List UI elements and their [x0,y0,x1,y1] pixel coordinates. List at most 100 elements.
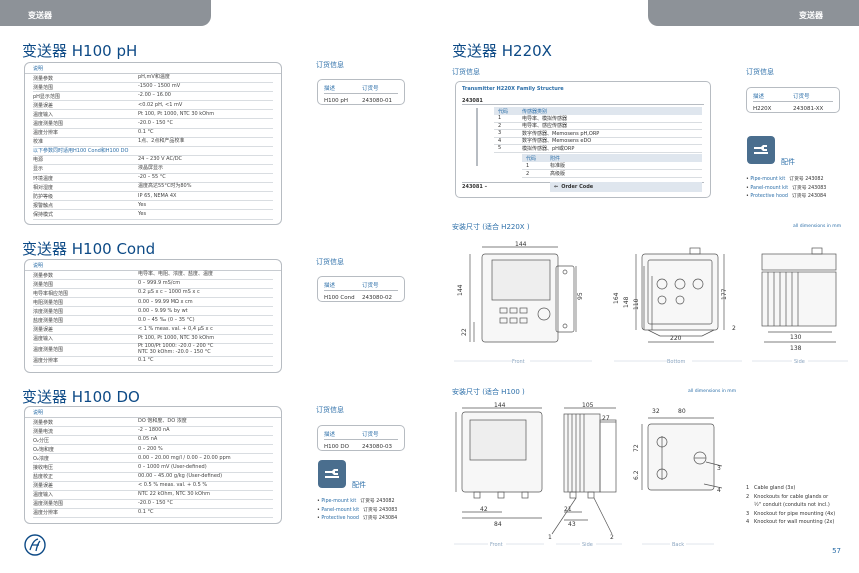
spec-key: 盐度测量范围 [33,318,64,325]
dim-w130: 130 [790,334,802,341]
spec-value: pH,mV和温度 [138,74,170,81]
spec-value: < 1 % meas. val. + 0,4 µS x c [138,325,213,332]
order-num: 243081-XX [793,106,824,112]
header-tab-left: 变送器 [0,0,211,26]
spec-key: 测量参数 [33,75,54,82]
spec-key: O₂浓度 [33,455,49,462]
dim-h100-d43: 43 [568,521,576,528]
accessory-order: 订货号 243082 [360,499,395,504]
spec-value: Pt 100/Pt 1000: -20.0 - 200 °C NTC 30 kO… [138,343,214,355]
col-acc: 附件 [550,155,561,162]
legend-num: 1 [746,485,750,491]
spec-row: 电源 24 – 230 V AC/DC [33,156,273,165]
dim-h100-d15: 15 [452,504,454,512]
order-col-num: 订货号 [793,94,810,100]
sensor-name: 数字传感器、Memosens pH,ORP [522,130,600,137]
spec-value: IP 65, NEMA 4X [138,192,177,199]
spec-value: 0.1 °C [138,128,154,135]
spec-value: 0.2 µS x c – 1000 mS x c [138,289,200,296]
spec-value: 温度高达55°C时为80% [138,183,192,190]
view-back-h100: Back [672,542,684,548]
dim-h100-w80: 80 [678,408,686,415]
spec-key: 温度分辨率 [33,358,59,365]
accessory-name: Pipe-mount kit [750,177,786,182]
spec-value: 0.1 °C [138,357,154,364]
legend-num: 2 [746,493,750,500]
legend-text: Knockout for pipe mounting (4x) [754,510,836,517]
spec-key: 温度分辨率 [33,510,59,517]
spec-key: 保持模式 [33,211,54,218]
dim-h177: 177 [721,288,728,300]
spec-key: 测量误差 [33,327,54,334]
spec-header: 说明 [25,63,281,74]
spec-row: 测量误差< 0.5 % meas. val. + 0.5 % [33,482,273,491]
accessory-name: Panel-mount kit [750,185,789,191]
order-label-ph: 订货信息 [316,61,344,69]
spec-key: 温度测量范围 [33,347,64,354]
dim-h95: 95 [577,292,584,300]
order-desc: H100 Cond [324,295,355,301]
option-code: 1 [526,162,530,169]
option-name: 标准版 [550,163,566,169]
wrench-icon [747,136,775,164]
spec-key: pH显示范围 [33,93,60,100]
accessories-label-h220x: 配件 [781,158,795,166]
sensor-name: 电导率、感应传感器 [522,123,568,130]
spec-key: 测量范围 [33,281,54,288]
spec-value: 0.1 °C [138,509,154,516]
view-side-h100: Side [582,542,593,548]
col-sensor: 传感器类别 [522,108,548,115]
spec-row: 测量范围-1500 - 1500 mV [33,83,273,93]
spec-key: 电源 [33,157,44,164]
spec-row: 环境温度-20 – 55 °C [33,174,273,184]
sensor-code: 5 [498,145,502,152]
dim-label-h220x: 安装尺寸 (适合 H220X ) [452,223,530,231]
spec-value: 0.0 – 45 ‰ (0 – 35 °C) [138,316,195,323]
legend-text: Knockouts for cable glands or [754,493,829,500]
accessory-order: 订货号 243083 [792,185,827,191]
title-h100-cond: 变送器 H100 Cond [22,240,156,258]
spec-key: O₂饱和度 [33,446,54,453]
order-prefix: 243081 – [462,184,488,190]
order-col-num: 订货号 [362,432,379,438]
order-col-num: 订货号 [362,86,379,92]
spec-value: 0.00 – 9.99 % by wt [138,307,188,314]
h100-drawings: 144 144 15 42 84 105 27 21 43 32 80 72 6… [452,402,722,548]
dim-h100-h144: 144 [452,448,454,460]
spec-value: 24 – 230 V AC/DC [138,156,183,163]
spec-key: 测量范围 [33,84,54,91]
accessory-order: 订货号 243084 [362,516,398,521]
view-bottom-h220x: Bottom [667,359,685,365]
title-h220x: 变送器 H220X [452,42,552,60]
spec-value: 0 – 1000 mV (User-defined) [138,463,207,470]
spec-value: Pt 100, Pt 1000, NTC 30 kOhm [138,334,215,341]
spec-value: Yes [138,210,147,217]
spec-row: 盐度测量范围 0.0 – 45 ‰ (0 – 35 °C) [33,316,273,326]
spec-row: 保持模式 Yes [33,210,273,220]
dim-h148: 148 [623,296,630,308]
dim-h100-h72: 72 [633,444,640,452]
spec-key: 防护等级 [33,193,54,200]
order-desc: H220X [753,106,772,112]
spec-row: 温度测量范围-20.0 - 150 °C [33,119,273,129]
spec-value: 液晶屏显示 [138,165,164,172]
dim-h100-h62: 6.2 [633,470,640,480]
view-front-h220x: Front [512,359,525,365]
accessory-order: 订货号 243082 [789,177,824,182]
